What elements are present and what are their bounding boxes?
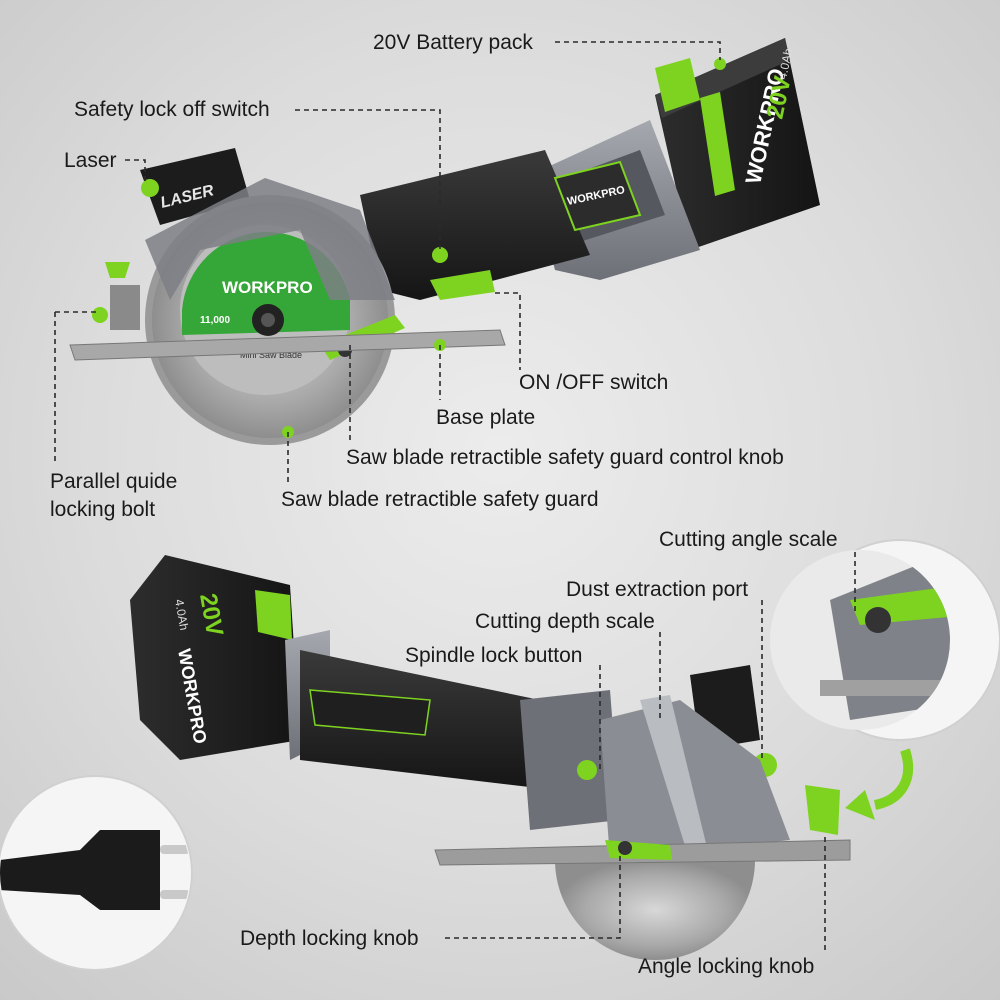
label-safety-lock-switch: Safety lock off switch (74, 98, 270, 121)
label-angle-locking-knob: Angle locking knob (638, 955, 815, 978)
label-cutting-angle-scale: Cutting angle scale (659, 528, 838, 551)
battery-pack-bottom: 20V 4.0Ah WORKPRO (130, 555, 300, 760)
blade-label-marking: Mini Saw Blade (240, 350, 302, 360)
label-spindle-lock-button: Spindle lock button (405, 644, 583, 667)
blade-brand-marking: WORKPRO (222, 278, 313, 297)
label-guard-control-knob: Saw blade retractible safety guard contr… (346, 446, 784, 469)
angle-scale-inset (770, 539, 1000, 741)
battery-capacity-marking: 4.0Ah (775, 47, 795, 81)
top-saw: WORKPRO 20V 4.0Ah WORKPRO LASER WORKPRO … (69, 38, 820, 445)
plug-inset (0, 775, 193, 971)
label-parallel-guide-line1: Parallel quide (50, 470, 178, 493)
leader-lines (54, 41, 856, 950)
label-depth-locking-knob: Depth locking knob (240, 927, 419, 950)
label-on-off-switch: ON /OFF switch (519, 371, 669, 394)
battery-capacity-marking-bottom: 4.0Ah (172, 598, 191, 631)
label-parallel-guide-line2: locking bolt (50, 498, 156, 521)
label-safety-guard: Saw blade retractible safety guard (281, 488, 599, 511)
green-arrow (873, 748, 914, 810)
label-battery-pack: 20V Battery pack (373, 31, 533, 54)
label-laser: Laser (64, 149, 117, 172)
bottom-saw: 20V 4.0Ah WORKPRO (130, 555, 851, 960)
battery-pack-top: WORKPRO 20V 4.0Ah (655, 38, 820, 250)
battery-release-button (655, 58, 700, 112)
label-dust-extraction-port: Dust extraction port (566, 578, 749, 601)
blade-rpm-marking: 11,000 (200, 315, 230, 326)
label-cutting-depth-scale: Cutting depth scale (475, 610, 655, 633)
label-base-plate: Base plate (436, 406, 536, 429)
